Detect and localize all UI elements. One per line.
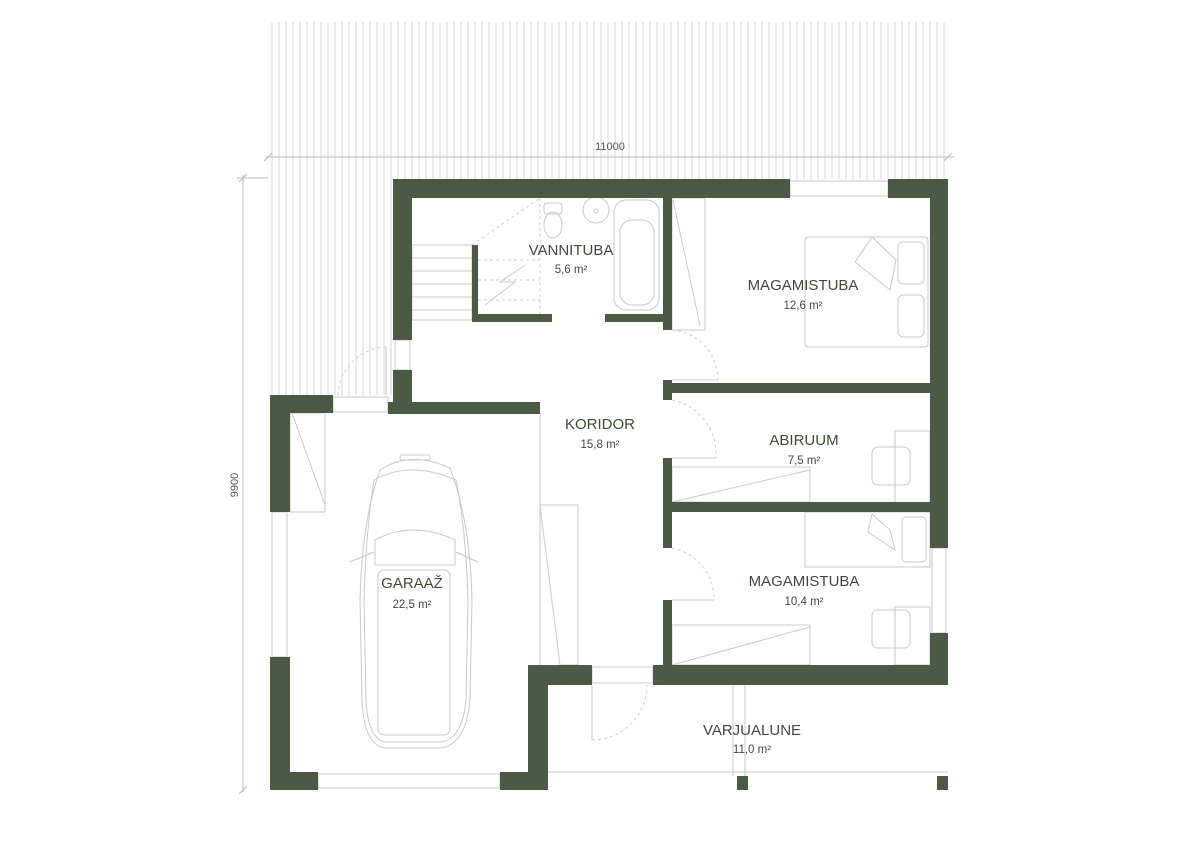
width-dimension-label: 11000 xyxy=(595,141,625,153)
chair-icon xyxy=(871,446,911,486)
post xyxy=(737,776,748,790)
room-labels: VANNITUBA 5,6 m² MAGAMISTUBA 12,6 m² KOR… xyxy=(381,242,859,756)
height-dimension-label: 9900 xyxy=(229,473,241,497)
room-name-magamistuba-2: MAGAMISTUBA xyxy=(749,573,860,590)
room-area-magamistuba-2: 10,4 m² xyxy=(785,596,824,608)
bathroom-fixtures xyxy=(543,196,660,311)
room-area-varjualune: 11,0 m² xyxy=(733,744,771,756)
room-name-garaaz: GARAAŽ xyxy=(381,575,443,592)
room-name-koridor: KORIDOR xyxy=(565,416,635,433)
toilet-icon xyxy=(543,202,563,215)
room-area-koridor: 15,8 m² xyxy=(581,439,620,451)
room-name-abiruum: ABIRUUM xyxy=(769,432,838,449)
bathtub-icon xyxy=(613,199,660,311)
room-area-garaaz: 22,5 m² xyxy=(393,599,432,611)
room-name-varjualune: VARJUALUNE xyxy=(703,722,801,739)
chair-icon xyxy=(871,609,911,649)
stairs xyxy=(411,197,541,321)
room-area-abiruum: 7,5 m² xyxy=(788,455,821,467)
room-area-magamistuba-1: 12,6 m² xyxy=(784,300,823,312)
doors xyxy=(289,329,719,741)
walls xyxy=(270,179,948,790)
dimension-width: 11000 xyxy=(263,141,955,162)
dimension-height: 9900 xyxy=(229,173,268,795)
room-name-magamistuba-1: MAGAMISTUBA xyxy=(748,277,859,294)
roof-hatching xyxy=(271,22,945,395)
room-area-vannituba: 5,6 m² xyxy=(555,264,588,276)
post xyxy=(937,776,948,790)
car-icon xyxy=(349,454,479,749)
room-name-vannituba: VANNITUBA xyxy=(529,242,614,259)
